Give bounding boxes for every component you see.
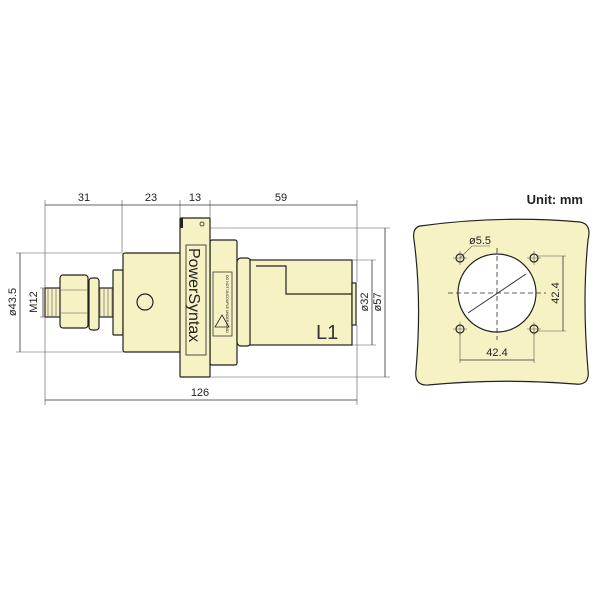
thread-lines [47,288,113,317]
svg-text:ø43.5: ø43.5 [7,288,19,316]
svg-text:M12: M12 [28,291,40,312]
svg-text:42.4: 42.4 [550,282,562,303]
svg-text:13: 13 [189,192,201,204]
plug-cap [351,282,357,326]
body-hole [136,293,154,311]
warning-icon [214,314,230,328]
collar [209,239,238,366]
svg-text:ø5.5: ø5.5 [469,235,491,247]
body-ring [112,269,124,336]
unit-label: Unit: mm [527,192,583,207]
flange [179,217,211,378]
warning-label [212,271,233,337]
panel-cutout-view: Unit: mm ø5.5 42.4 42.4 [413,192,590,386]
svg-text:ø32: ø32 [359,293,371,312]
washer [88,277,100,331]
svg-text:126: 126 [191,387,209,399]
mounting-holes [453,251,541,336]
hex-nut [59,274,89,329]
svg-text:DO NOT UNCOUPLE UNDER LOAD: DO NOT UNCOUPLE UNDER LOAD [225,275,229,333]
svg-text:42.4: 42.4 [486,347,507,359]
svg-text:ø57: ø57 [372,293,384,312]
plug-body [249,259,353,346]
brand-logo: PowerSyntax [185,248,202,342]
phase-label: L1 [316,322,338,344]
svg-text:59: 59 [275,192,287,204]
latch-ring [236,257,252,347]
svg-text:31: 31 [78,192,90,204]
connector-side-view: PowerSyntax DO NOT UNCOUPLE UNDER LOAD L… [7,192,390,405]
svg-text:23: 23 [145,192,157,204]
